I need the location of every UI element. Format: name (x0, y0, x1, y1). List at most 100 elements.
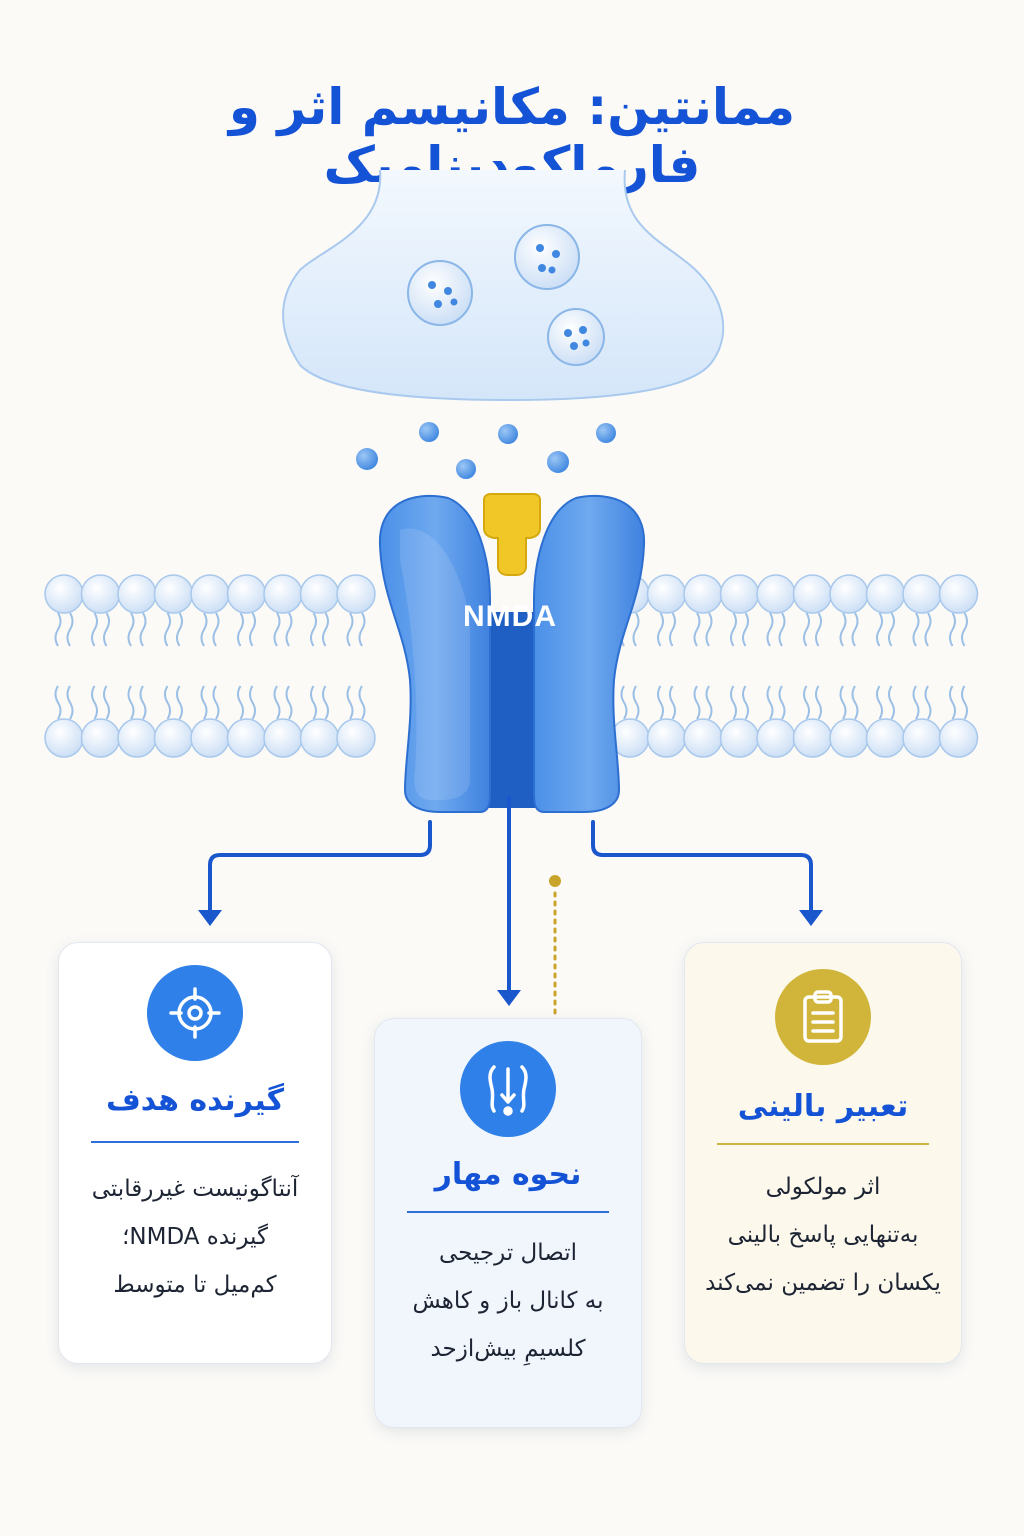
lipid-head (646, 718, 687, 758)
target-receptor-card: گیرنده هدف آنتاگونیست غیررقابتی گیرنده N… (58, 942, 332, 1364)
lipid-head (226, 574, 267, 614)
neurotransmitter-particles (356, 422, 616, 479)
lipid-tail (139, 612, 147, 647)
lipid-head (299, 718, 340, 758)
lipid-tail (91, 612, 98, 647)
lipid-tail (176, 612, 183, 647)
lipid-tail (103, 685, 110, 720)
lipid-tail (839, 612, 847, 647)
dotted-link (549, 875, 561, 1018)
clipboard-icon (775, 969, 871, 1065)
lipid-head (263, 574, 303, 614)
lipid-tail (851, 685, 859, 720)
lipid-tail (778, 685, 786, 720)
card-text-line: به‌تنهایی پاسخ بالینی (727, 1222, 919, 1248)
card-text-line: کم‌میل تا متوسط (113, 1272, 277, 1298)
lipid-tail (815, 612, 822, 647)
lipid-tail (669, 685, 676, 720)
lipid-tail (693, 612, 701, 647)
lipid-tail (620, 685, 628, 720)
lipid-head (829, 718, 869, 758)
lipid-tail (91, 685, 98, 720)
lipid-tail (212, 612, 220, 647)
lipid-head (792, 718, 833, 758)
lipid-head (80, 718, 121, 758)
card-title: نحوه مهار (434, 1157, 582, 1192)
lipid-tail (742, 612, 749, 647)
lipid-tail (139, 685, 147, 720)
lipid-tail (237, 612, 244, 647)
lipid-head (299, 574, 340, 614)
lipid-tail (103, 612, 110, 647)
card-text-line: به کانال باز و کاهش (412, 1288, 604, 1314)
lipid-tail (322, 685, 329, 720)
lipid-tail (742, 685, 749, 720)
lipid-tail (322, 612, 329, 647)
lipid-head (646, 574, 687, 614)
lipid-tail (693, 685, 701, 720)
page-title: ممانتین: مکانیسم اثر و فارماکودینامیک (228, 78, 796, 194)
divider (407, 1211, 609, 1213)
lipid-tail (876, 685, 883, 720)
lipid-head (336, 718, 376, 758)
card-text-line: یکسان را تضمین نمی‌کند (705, 1270, 941, 1296)
divider (717, 1143, 929, 1145)
target-icon (147, 965, 243, 1061)
lipid-tail (924, 685, 932, 720)
lipid-head (190, 718, 230, 758)
lipid-tail (730, 612, 737, 647)
card-text: آنتاگونیست غیررقابتی گیرنده NMDA؛ کم‌میل… (69, 1165, 321, 1309)
lipid-head (938, 718, 979, 758)
lipid-tail (632, 612, 640, 647)
lipid-head (190, 574, 230, 614)
lipid-head (44, 718, 84, 758)
receptor-label: NMDA (463, 600, 557, 633)
lipid-tail (839, 685, 847, 720)
presynaptic-terminal (282, 169, 725, 402)
lipid-head (153, 718, 194, 758)
memantine-molecule (483, 493, 541, 576)
arrow-to-target (198, 820, 432, 926)
lipid-tail (54, 612, 62, 647)
card-text-line: اتصال ترجیحی (438, 1240, 578, 1266)
lipid-tail (766, 612, 774, 647)
card-text-line: آنتاگونیست غیررقابتی (91, 1176, 299, 1202)
lipid-tail (200, 612, 208, 647)
card-title: گیرنده هدف (105, 1083, 285, 1118)
lipid-tail (66, 685, 74, 720)
lipid-tail (851, 612, 859, 647)
lipid-head (756, 718, 796, 758)
lipid-tail (961, 612, 968, 647)
lipid-tail (924, 612, 932, 647)
lipid-head (865, 718, 906, 758)
lipid-tail (632, 685, 640, 720)
lipid-tail (657, 612, 664, 647)
lipid-head (263, 718, 303, 758)
lipid-tail (285, 612, 293, 647)
lipid-tail (285, 685, 293, 720)
lipid-tail (54, 685, 62, 720)
lipid-tail (164, 685, 171, 720)
lipid-head (683, 718, 723, 758)
lipid-tail (164, 612, 171, 647)
lipid-tail (669, 612, 676, 647)
lipid-tail (949, 685, 956, 720)
lipid-tail (730, 685, 737, 720)
lipid-head (336, 574, 376, 614)
lipid-head (902, 574, 942, 614)
lipid-tail (249, 612, 256, 647)
lipid-tail (212, 685, 220, 720)
lipid-tail (803, 612, 810, 647)
lipid-tail (249, 685, 256, 720)
lipid-tail (657, 685, 664, 720)
lipid-head (683, 574, 723, 614)
synaptic-vesicle (407, 260, 473, 326)
lipid-head (226, 718, 267, 758)
lipid-head (719, 574, 760, 614)
lipid-tail (705, 685, 713, 720)
lipid-head (865, 574, 906, 614)
lipid-tail (358, 612, 366, 647)
lipid-tail (358, 685, 366, 720)
lipid-tail (310, 685, 317, 720)
lipid-tail (273, 685, 281, 720)
